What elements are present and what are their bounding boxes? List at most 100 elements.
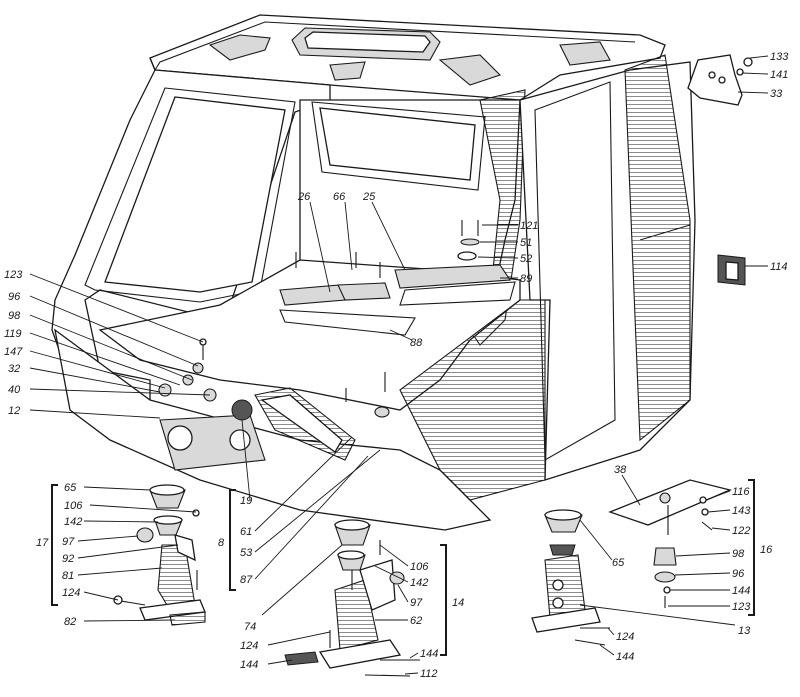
- leader-40: [29, 388, 211, 396]
- windshield: [319, 107, 476, 181]
- leader-144a: [267, 659, 293, 665]
- leader-61: [254, 436, 353, 532]
- roof-rib-center: [329, 61, 366, 81]
- label-97a: 97: [62, 536, 75, 548]
- label-66: 66: [333, 191, 346, 203]
- nut-141: [736, 68, 744, 76]
- nut-133: [743, 57, 753, 67]
- leader-98a: [29, 314, 193, 381]
- cushion-lower-rim: [337, 550, 365, 560]
- label-26: 26: [297, 191, 311, 203]
- roof-rib-left: [208, 34, 271, 61]
- nut-116: [699, 496, 707, 504]
- leader-106b: [379, 544, 409, 567]
- leader-81: [77, 567, 163, 576]
- left-window-outer: [84, 87, 296, 303]
- cushion-142-top: [153, 515, 183, 525]
- leader-74: [261, 544, 343, 616]
- leader-19: [241, 419, 251, 501]
- bracket-14: [440, 544, 447, 656]
- label-16: 16: [760, 544, 773, 556]
- leader-124c: [607, 627, 615, 636]
- label-124c: 124: [616, 631, 634, 643]
- leader-26: [309, 201, 331, 293]
- leader-141: [741, 72, 769, 75]
- label-17: 17: [36, 537, 49, 549]
- base-plate: [531, 607, 601, 633]
- arm: [359, 559, 396, 611]
- leader-lines: [29, 55, 769, 675]
- leader-87: [254, 455, 369, 580]
- leader-66: [344, 201, 353, 271]
- leader-142b: [374, 565, 409, 583]
- leader-144d: [599, 644, 615, 656]
- bracket-8: [229, 489, 236, 591]
- floor-cover-88: [279, 309, 416, 336]
- label-14: 14: [452, 597, 464, 609]
- label-114: 114: [770, 261, 788, 273]
- label-143: 143: [732, 505, 751, 517]
- bracket-16: [748, 479, 755, 616]
- pad-144: [284, 651, 319, 666]
- leader-33: [737, 91, 769, 94]
- leader-38: [621, 474, 641, 506]
- label-141: 141: [770, 69, 788, 81]
- leader-52: [477, 256, 519, 259]
- cushion-lower: [549, 544, 576, 556]
- leader-82: [83, 619, 176, 622]
- label-121: 121: [520, 220, 538, 232]
- left-window-opening: [104, 96, 286, 293]
- bracket-hole: [552, 579, 564, 591]
- leader-143: [707, 509, 731, 513]
- cab-body: [51, 14, 696, 531]
- label-124b: 124: [240, 640, 258, 652]
- label-51: 51: [520, 237, 532, 249]
- label-89: 89: [520, 273, 532, 285]
- leader-144b: [409, 652, 419, 659]
- label-98b: 98: [732, 548, 745, 560]
- label-98a: 98: [8, 310, 21, 322]
- washer-96: [654, 571, 676, 583]
- label-25: 25: [362, 191, 376, 203]
- washer: [158, 383, 172, 397]
- label-13: 13: [738, 625, 751, 637]
- washer-143: [701, 508, 709, 516]
- label-133: 133: [770, 51, 789, 63]
- bracket-hole: [708, 71, 716, 79]
- label-144d: 144: [616, 651, 634, 663]
- label-32: 32: [8, 363, 20, 375]
- leader-133: [749, 55, 769, 59]
- label-96b: 96: [732, 568, 745, 580]
- leader-88: [389, 329, 413, 341]
- leader-142a: [83, 520, 159, 523]
- side-skirt: [399, 299, 546, 501]
- boot-19: [231, 399, 253, 421]
- label-8: 8: [218, 537, 225, 549]
- cushion-65-top: [149, 484, 185, 496]
- floor-cover-25: [394, 264, 511, 289]
- bracket-62: [334, 579, 379, 651]
- bushing: [374, 406, 390, 418]
- cushion-65-top: [544, 509, 582, 521]
- label-92: 92: [62, 553, 74, 565]
- floor-cover-26b: [337, 282, 391, 301]
- gauge-left: [167, 425, 193, 451]
- label-88: 88: [410, 337, 423, 349]
- leader-65b: [579, 519, 613, 561]
- label-52: 52: [520, 253, 532, 265]
- leader-124a: [83, 591, 119, 601]
- label-19: 19: [240, 495, 252, 507]
- label-144a: 144: [240, 659, 258, 671]
- label-53: 53: [240, 547, 253, 559]
- bolt-144: [574, 639, 606, 646]
- leader-92: [77, 544, 179, 559]
- gauge-right: [229, 429, 251, 451]
- label-142a: 142: [64, 516, 82, 528]
- label-119: 119: [4, 328, 22, 340]
- leader-116: [705, 490, 731, 501]
- label-38: 38: [614, 464, 627, 476]
- bushing-97: [136, 527, 154, 543]
- label-112: 112: [420, 668, 438, 680]
- leader-97b: [397, 584, 409, 603]
